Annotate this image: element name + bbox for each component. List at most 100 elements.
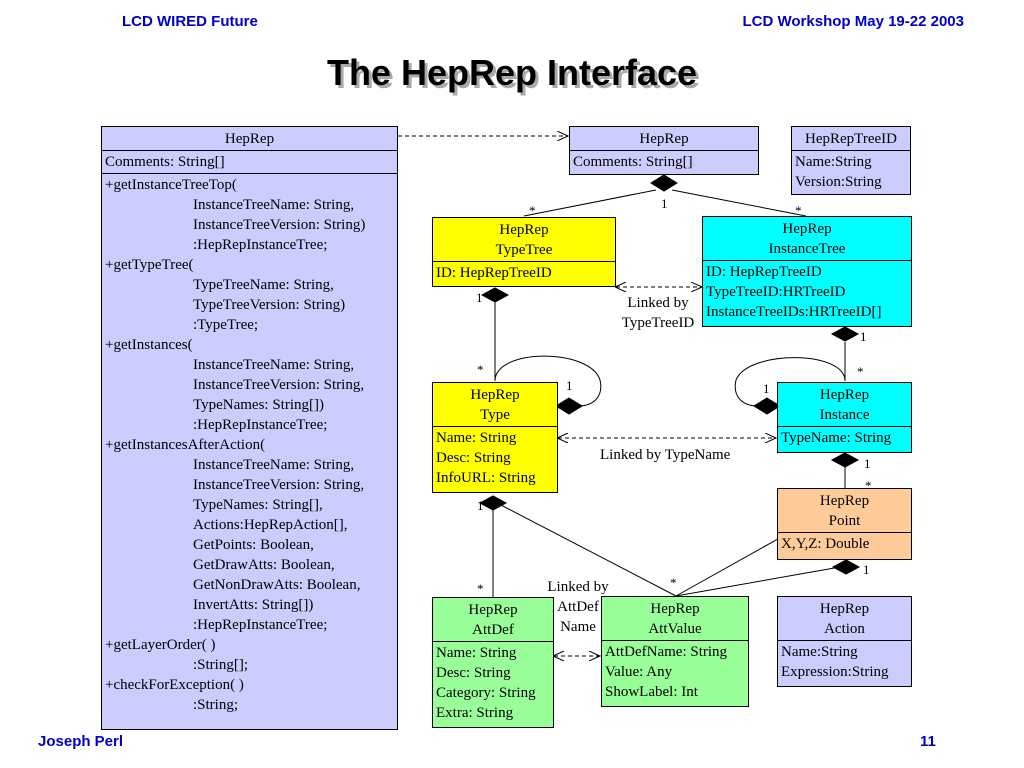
treeid-class-box: HepRepTreeID Name:String Version:String	[791, 126, 911, 195]
class-name-line: InstanceTree	[768, 241, 846, 257]
method-line: +getLayerOrder( )	[105, 637, 216, 653]
class-name-line: AttValue	[648, 621, 702, 637]
class-name-line: HepRep	[650, 601, 700, 617]
attribute-section: Name: String Desc: String Category: Stri…	[433, 642, 553, 724]
attribute: Value: Any	[605, 664, 673, 680]
link-label-line: AttDef	[557, 599, 599, 615]
attribute: ID: HepRepTreeID	[706, 264, 822, 280]
method-line: Actions:HepRepAction[],	[193, 517, 348, 533]
attdef-class-box: HepRep AttDef Name: String Desc: String …	[432, 597, 554, 728]
instance-class-box: HepRep Instance TypeName: String	[777, 382, 912, 453]
attribute: InfoURL: String	[436, 470, 536, 486]
class-name: HepRep AttDef	[433, 598, 553, 642]
method-line: :String;	[193, 697, 239, 713]
multiplicity: 1	[566, 378, 573, 393]
class-name: HepRepTreeID	[792, 127, 910, 151]
class-name: HepRep Type	[433, 383, 557, 427]
header-right: LCD Workshop May 19-22 2003	[742, 13, 964, 30]
heprep-interface-box: HepRep Comments: String[] +getInstanceTr…	[101, 126, 398, 730]
typetree-composition-diamond	[480, 287, 510, 303]
attribute: Name: String	[436, 645, 517, 661]
class-name-line: HepRep	[468, 602, 518, 618]
insttree-composition-diamond	[830, 326, 860, 342]
method-line: :HepRepInstanceTree;	[193, 237, 328, 253]
multiplicity: *	[529, 203, 536, 218]
point-class-box: HepRep Point X,Y,Z: Double	[777, 488, 912, 560]
class-name: HepRep	[570, 127, 758, 151]
method-line: :HepRepInstanceTree;	[193, 617, 328, 633]
method-line: InstanceTreeName: String,	[193, 197, 355, 213]
point-composition-diamond	[831, 559, 861, 575]
class-name: HepRep InstanceTree	[703, 217, 911, 261]
attribute-section: X,Y,Z: Double	[778, 533, 911, 555]
class-name: HepRep Instance	[778, 383, 911, 427]
class-name-line: TypeTree	[495, 242, 553, 258]
attribute: Comments: String[]	[573, 154, 693, 170]
multiplicity: 1	[476, 290, 483, 305]
heprep-composition-diamond	[650, 174, 678, 192]
class-name-line: HepRep	[782, 221, 832, 237]
class-name-line: HepRepTreeID	[805, 131, 897, 147]
method-line: TypeTreeVersion: String)	[193, 297, 346, 313]
type-class-box: HepRep Type Name: String Desc: String In…	[432, 382, 558, 493]
class-name: HepRep AttValue	[602, 597, 748, 641]
class-name-line: Instance	[819, 407, 870, 423]
class-name: HepRep TypeTree	[433, 218, 615, 262]
attribute: InstanceTreeIDs:HRTreeID[]	[706, 304, 882, 320]
type-attvalue-link	[496, 502, 677, 597]
type-self-diamond	[555, 397, 583, 415]
class-name-line: Action	[824, 621, 865, 637]
method-line: InvertAtts: String[])	[193, 597, 314, 613]
multiplicity: *	[670, 575, 677, 590]
heprep-typetree-link	[523, 189, 657, 217]
method-line: :HepRepInstanceTree;	[193, 417, 328, 433]
attribute: Name: String	[436, 430, 517, 446]
method-line: InstanceTreeVersion: String)	[193, 217, 366, 233]
page-number: 11	[920, 733, 936, 750]
method-line: GetPoints: Boolean,	[193, 537, 314, 553]
method-line: +checkForException( )	[105, 677, 244, 693]
attribute: Category: String	[436, 685, 536, 701]
method-line: InstanceTreeName: String,	[193, 457, 355, 473]
multiplicity: 1	[477, 498, 484, 513]
multiplicity: *	[477, 362, 484, 377]
link-label-typename: Linked by TypeName	[600, 447, 731, 463]
link-label-line: Linked by	[627, 295, 689, 311]
type-self-loop	[494, 355, 602, 407]
class-name: HepRep Action	[778, 597, 911, 641]
attribute-section: Comments: String[]	[102, 151, 397, 173]
class-name-line: Point	[828, 513, 861, 529]
multiplicity: *	[865, 478, 872, 493]
multiplicity: 1	[863, 562, 870, 577]
pointpt-attvalue-link	[675, 566, 841, 597]
class-name: HepRep	[102, 127, 397, 151]
method-line: GetDrawAtts: Boolean,	[193, 557, 335, 573]
method-line: GetNonDrawAtts: Boolean,	[193, 577, 361, 593]
attribute-section: Name:String Version:String	[792, 151, 910, 193]
attribute: Desc: String	[436, 665, 511, 681]
link-label-typetreeid: Linked by TypeTreeID	[610, 293, 706, 333]
method-line: TypeTreeName: String,	[193, 277, 334, 293]
attribute: ID: HepRepTreeID	[436, 265, 552, 281]
link-label-line: Linked by	[547, 579, 609, 595]
method-line: +getInstances(	[105, 337, 193, 353]
class-name-line: HepRep	[470, 387, 520, 403]
method-section: +getInstanceTreeTop(InstanceTreeName: St…	[102, 173, 397, 716]
attribute: ShowLabel: Int	[605, 684, 698, 700]
insttree-class-box: HepRep InstanceTree ID: HepRepTreeID Typ…	[702, 216, 912, 327]
multiplicity: *	[477, 581, 484, 596]
class-name-line: HepRep	[819, 601, 870, 617]
header-left: LCD WIRED Future	[122, 13, 258, 30]
attribute: Name:String	[781, 644, 858, 660]
link-label-attdefname: Linked by AttDef Name	[536, 577, 620, 637]
link-label-line: TypeTreeID	[621, 315, 695, 331]
method-line: TypeNames: String[])	[193, 397, 325, 413]
multiplicity: 1	[661, 196, 668, 211]
attribute: X,Y,Z: Double	[781, 536, 870, 552]
action-class-box: HepRep Action Name:String Expression:Str…	[777, 596, 912, 687]
method-line: InstanceTreeVersion: String,	[193, 377, 365, 393]
class-name-line: HepRep	[819, 387, 870, 403]
method-line: :TypeTree;	[193, 317, 259, 333]
attribute: Name:String	[795, 154, 872, 170]
